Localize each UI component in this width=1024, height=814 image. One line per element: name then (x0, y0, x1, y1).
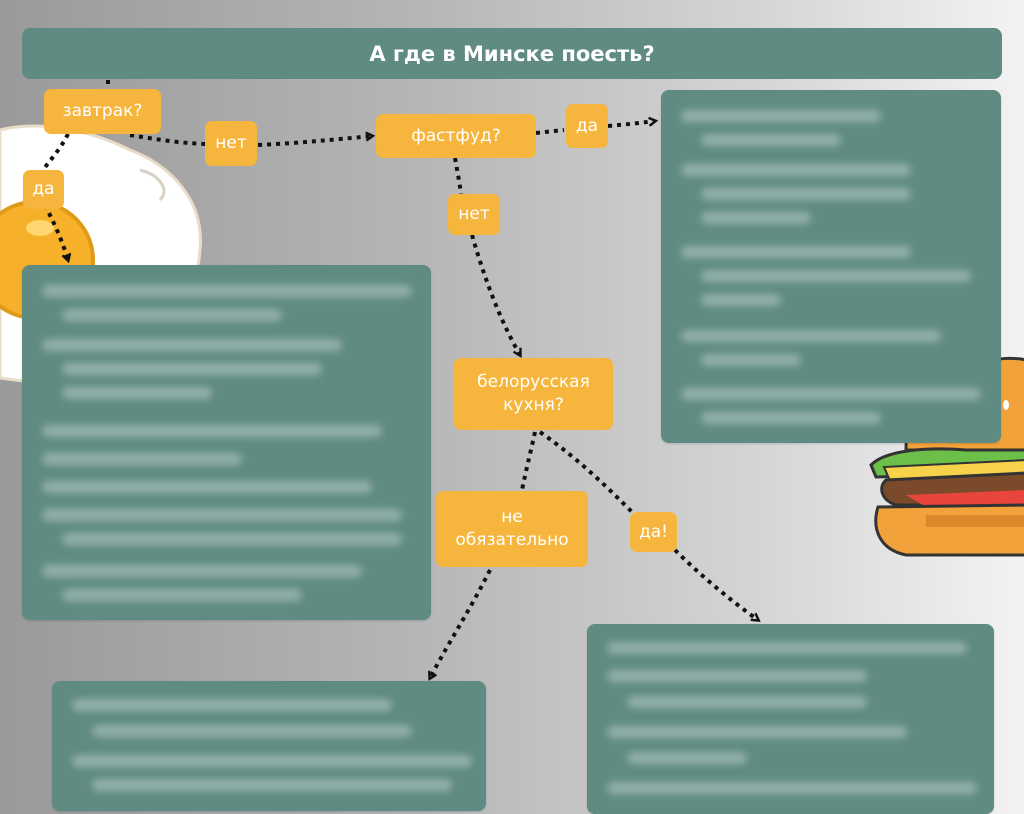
page-title: А где в Минске поесть? (22, 28, 1002, 79)
belarusian-yes-label: да! (639, 521, 668, 542)
belarusian-label-line2: кухня? (503, 395, 564, 415)
fastfood-yes-badge: да (566, 104, 608, 148)
edge-fastfood-no-to-belarusian (470, 234, 522, 355)
breakfast-yes-label: да (32, 179, 55, 200)
breakfast-no-badge: нет (205, 121, 257, 166)
connectors (41, 80, 1024, 797)
breakfast-results-panel (22, 265, 431, 620)
edge-fastfood-yes (535, 128, 565, 135)
breakfast-label: завтрак? (62, 101, 143, 122)
breakfast-node: завтрак? (44, 89, 161, 134)
belarusian-node: белорусская кухня? (454, 358, 613, 430)
not-required-node: не обязательно (436, 491, 588, 567)
title-text: А где в Минске поесть? (369, 41, 655, 66)
edge-belarusian-yes (538, 430, 634, 514)
fastfood-no-label: нет (458, 204, 490, 225)
edge-belarusian-yes-to-panel (673, 548, 758, 620)
edge-breakfast-no (129, 133, 206, 146)
edge-not-required-to-panel (430, 569, 492, 678)
fastfood-node: фастфуд? (376, 114, 536, 158)
edge-fastfood-yes-to-panel (607, 121, 655, 128)
edge-breakfast-yes-to-panel (43, 204, 68, 260)
breakfast-yes-badge: да (23, 170, 64, 209)
fastfood-results-panel (661, 90, 1001, 443)
not-required-label-line2: обязательно (455, 530, 569, 550)
edge-belarusian-no (520, 431, 537, 491)
fastfood-label: фастфуд? (411, 125, 501, 146)
fastfood-no-badge: нет (448, 194, 500, 235)
fastfood-yes-label: да (575, 115, 599, 136)
not-required-label-line1: не (501, 507, 523, 528)
belarusian-results-panel (587, 624, 994, 814)
edge-breakfast-no-to-fastfood (257, 136, 372, 147)
non-belarusian-results-panel (52, 681, 486, 811)
breakfast-no-label: нет (215, 133, 247, 154)
belarusian-label-line1: белорусская (477, 372, 590, 393)
edge-fastfood-no (453, 157, 463, 196)
edge-breakfast-yes (41, 133, 70, 172)
belarusian-yes-badge: да! (630, 512, 677, 552)
